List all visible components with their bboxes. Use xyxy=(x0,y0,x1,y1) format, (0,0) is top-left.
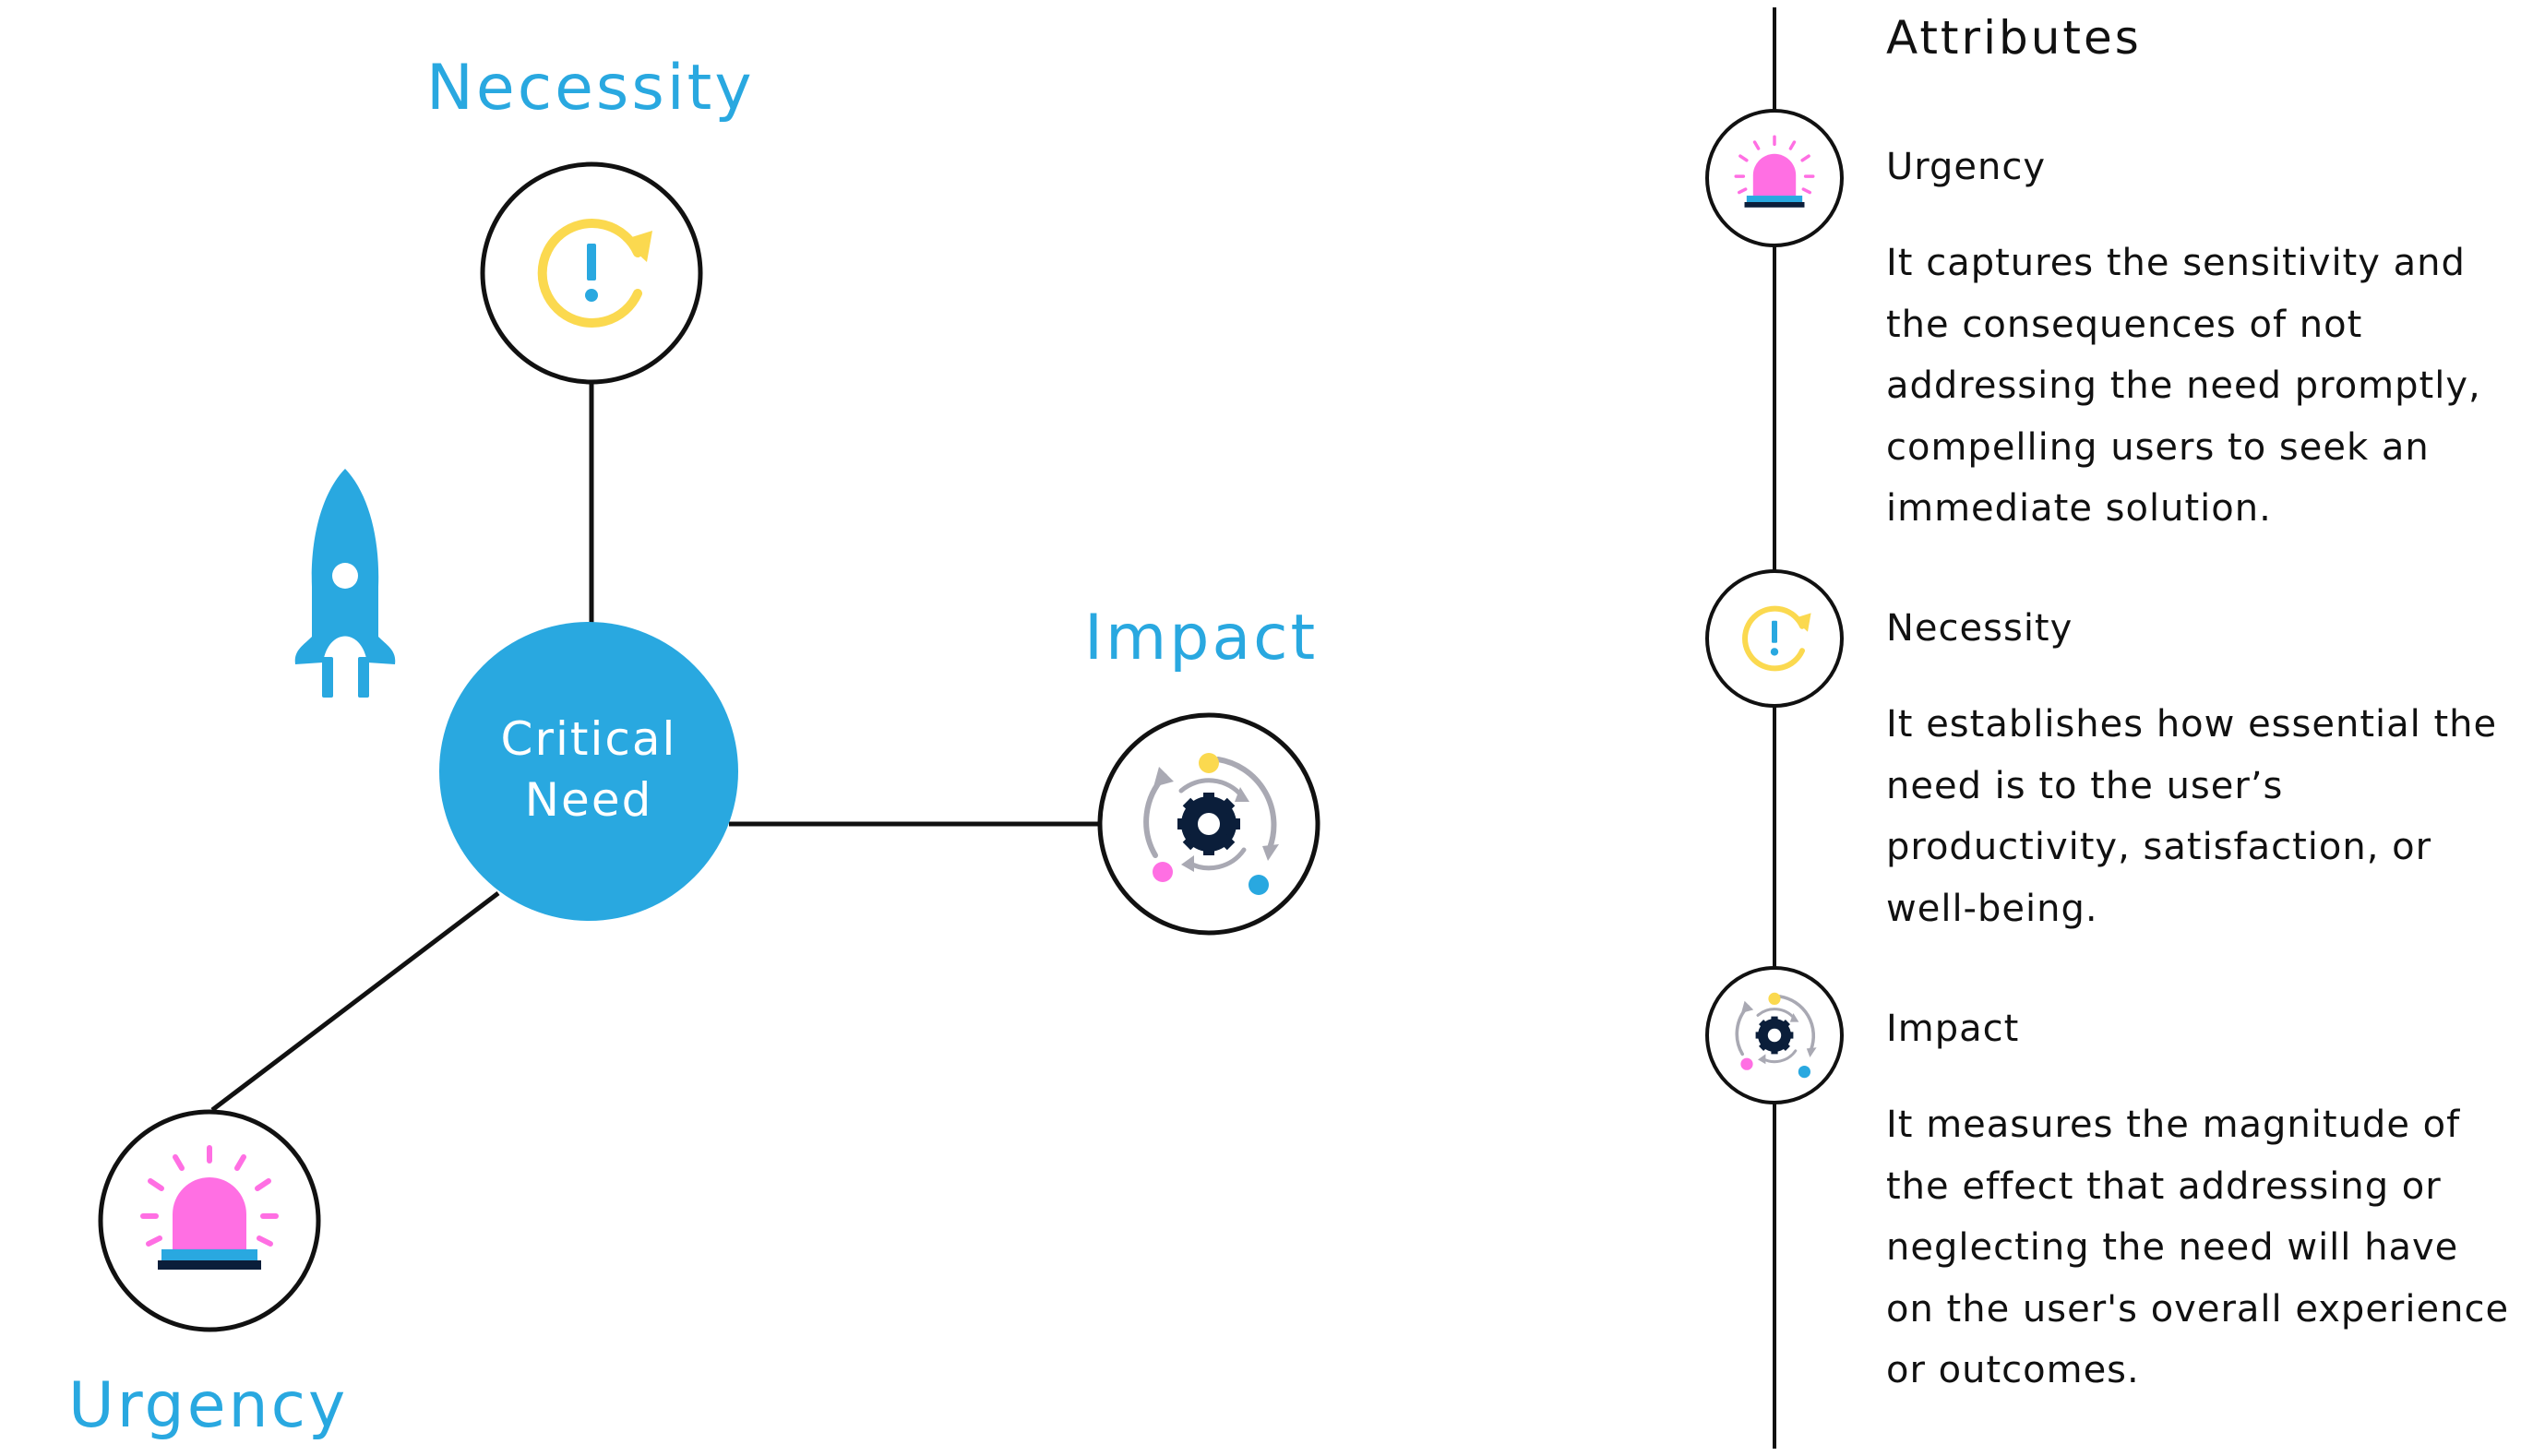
necessity-label: Necessity xyxy=(426,52,755,125)
attribute-name-impact: Impact xyxy=(1886,1008,2020,1050)
attribute-name-urgency: Urgency xyxy=(1886,146,2047,188)
timeline-node-impact[interactable] xyxy=(1705,966,1844,1104)
urgency-label: Urgency xyxy=(68,1369,349,1442)
timeline-node-urgency[interactable] xyxy=(1705,109,1844,247)
attributes-title: Attributes xyxy=(1886,11,2142,65)
rocket-icon xyxy=(294,469,396,698)
critical-need-circle xyxy=(439,622,738,921)
necessity-node[interactable] xyxy=(480,161,703,385)
critical-need-label-line1: Critical xyxy=(500,712,677,766)
impact-label: Impact xyxy=(1084,602,1319,674)
critical-need-label-line2: Need xyxy=(524,773,653,827)
critical-need-label: Critical Need xyxy=(439,709,738,830)
attribute-description-urgency: It captures the sensitivity and the cons… xyxy=(1886,242,2481,530)
timeline-node-necessity[interactable] xyxy=(1705,569,1844,708)
attribute-name-necessity: Necessity xyxy=(1886,607,2073,650)
urgency-node[interactable] xyxy=(98,1109,321,1332)
connector-urgency xyxy=(210,891,500,1112)
attribute-description-impact: It measures the magnitude of the effect … xyxy=(1886,1104,2510,1391)
impact-node[interactable] xyxy=(1097,712,1320,936)
attribute-description-necessity: It establishes how essential the need is… xyxy=(1886,703,2498,930)
